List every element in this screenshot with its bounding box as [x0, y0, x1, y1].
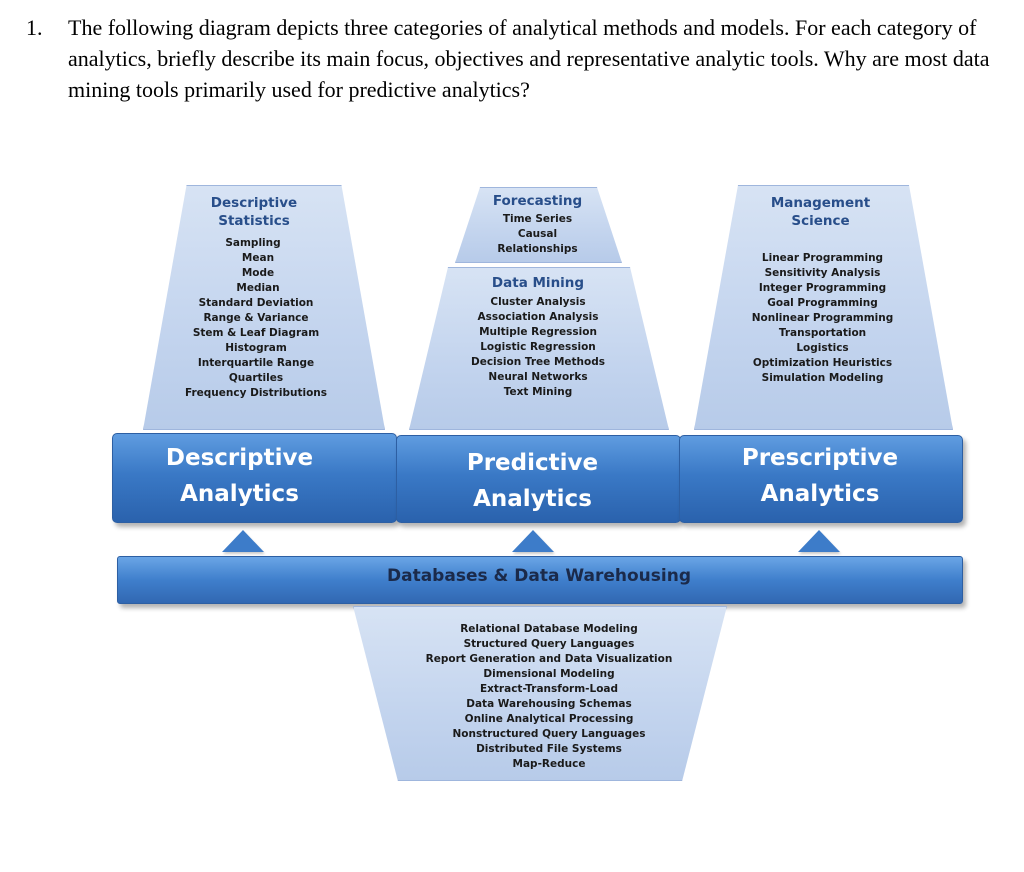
prescriptive-analytics-bar: [679, 435, 963, 523]
predictive-analytics-label: Predictive Analytics: [396, 445, 679, 517]
forecasting-list: Time Series Causal Relationships: [455, 212, 620, 257]
descriptive-connector-triangle: [222, 530, 264, 552]
label-line: Analytics: [760, 481, 880, 507]
label-line: Predictive: [466, 450, 599, 476]
list-item: Extract-Transform-Load: [479, 683, 619, 695]
data-mining-list: Cluster Analysis Association Analysis Mu…: [409, 295, 667, 400]
list-item: Nonstructured Query Languages: [452, 728, 646, 740]
databases-data-warehousing-label: Databases & Data Warehousing: [387, 566, 691, 586]
list-item: Text Mining: [503, 386, 573, 398]
list-item: Multiple Regression: [479, 326, 597, 338]
title-line: Descriptive: [210, 195, 298, 211]
list-item: Causal: [517, 228, 558, 240]
list-item: Linear Programming: [761, 252, 884, 264]
predictive-connector-triangle: [512, 530, 554, 552]
list-item: Mode: [241, 267, 275, 279]
prescriptive-analytics-label: Prescriptive Analytics: [679, 440, 961, 512]
list-item: Range & Variance: [203, 312, 309, 324]
list-item: Report Generation and Data Visualization: [425, 653, 673, 665]
list-item: Median: [236, 282, 280, 294]
list-item: Quartiles: [228, 372, 284, 384]
list-item: Simulation Modeling: [761, 372, 884, 384]
list-item: Decision Tree Methods: [471, 356, 605, 368]
list-item: Goal Programming: [767, 297, 878, 309]
databases-data-warehousing-bar: [117, 556, 963, 604]
label-line: Prescriptive: [741, 445, 899, 471]
list-item: Sampling: [225, 237, 281, 249]
list-item: Distributed File Systems: [476, 743, 622, 755]
list-item: Neural Networks: [488, 371, 588, 383]
management-science-list: Linear Programming Sensitivity Analysis …: [694, 251, 951, 386]
list-item: Dimensional Modeling: [483, 668, 615, 680]
descriptive-analytics-bar: [112, 433, 397, 523]
forecasting-box: [455, 187, 622, 263]
list-item: Standard Deviation: [198, 297, 314, 309]
forecasting-title: Forecasting: [492, 193, 583, 209]
list-item: Cluster Analysis: [490, 296, 586, 308]
question-number: 1.: [26, 15, 43, 40]
list-item: Time Series: [502, 213, 573, 225]
descriptive-analytics-label: Descriptive Analytics: [112, 440, 395, 512]
list-item: Relational Database Modeling: [460, 623, 638, 635]
list-item: Frequency Distributions: [184, 387, 328, 399]
descriptive-statistics-box: [143, 185, 385, 430]
label-line: Analytics: [180, 481, 299, 507]
descriptive-statistics-title: Descriptive Statistics: [143, 194, 365, 230]
list-item: Structured Query Languages: [463, 638, 635, 650]
management-science-box: [694, 185, 953, 430]
list-item: Mean: [241, 252, 275, 264]
question-text: The following diagram depicts three cate…: [68, 15, 990, 102]
prescriptive-connector-triangle: [798, 530, 840, 552]
title-line: Management: [770, 195, 871, 211]
data-mining-title: Data Mining: [491, 275, 585, 291]
management-science-title: Management Science: [692, 194, 949, 230]
list-item: Nonlinear Programming: [751, 312, 894, 324]
database-tools-list: Relational Database Modeling Structured …: [363, 622, 735, 772]
list-item: Optimization Heuristics: [752, 357, 893, 369]
label-line: Descriptive: [165, 445, 314, 471]
list-item: Histogram: [225, 342, 287, 354]
list-item: Interquartile Range: [197, 357, 315, 369]
descriptive-statistics-list: Sampling Mean Mode Median Standard Devia…: [143, 236, 383, 401]
list-item: Online Analytical Processing: [464, 713, 634, 725]
list-item: Logistic Regression: [480, 341, 596, 353]
predictive-analytics-bar: [396, 435, 681, 523]
list-item: Association Analysis: [477, 311, 599, 323]
label-line: Analytics: [473, 486, 592, 512]
list-item: Transportation: [778, 327, 867, 339]
list-item: Relationships: [497, 243, 578, 255]
title-line: Science: [791, 213, 850, 229]
list-item: Stem & Leaf Diagram: [192, 327, 320, 339]
database-tools-box: [353, 606, 727, 781]
list-item: Logistics: [796, 342, 849, 354]
list-item: Sensitivity Analysis: [764, 267, 881, 279]
title-line: Statistics: [218, 213, 290, 229]
list-item: Map-Reduce: [512, 758, 586, 770]
list-item: Integer Programming: [758, 282, 887, 294]
list-item: Data Warehousing Schemas: [466, 698, 632, 710]
